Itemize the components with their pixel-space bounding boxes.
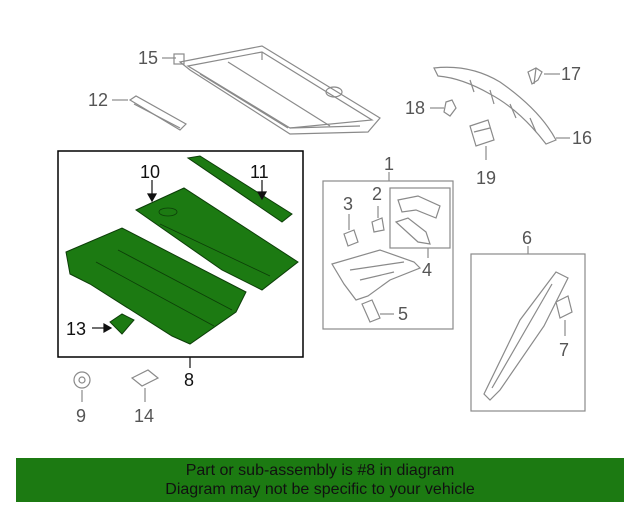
part-14-cap[interactable] (130, 369, 160, 387)
callout-15: 15 (138, 48, 158, 68)
part-9-grommet[interactable] (73, 371, 91, 389)
callout-6: 6 (522, 228, 532, 248)
part-13-block[interactable] (109, 313, 135, 335)
callout-4: 4 (422, 260, 432, 280)
shelf-hole (158, 207, 178, 217)
part-8-package-tray[interactable] (65, 227, 247, 345)
tray-detail-1 (95, 261, 215, 327)
parts-diagram: 15 12 17 18 16 19 1 2 3 4 5 6 7 9 14 10 … (57, 45, 592, 426)
callout-3: 3 (343, 194, 353, 214)
part-16-trim[interactable] (433, 66, 557, 145)
tray-detail-2 (117, 249, 233, 311)
part-6-pillar-trim[interactable] (483, 271, 569, 401)
callout-7: 7 (559, 340, 569, 360)
group-8-box (57, 150, 304, 358)
callout-1: 1 (384, 154, 394, 174)
callout-19: 19 (476, 168, 496, 188)
arrow-11 (256, 191, 268, 201)
part-17-clip[interactable] (527, 67, 543, 85)
info-banner: Part or sub-assembly is #8 in diagram Di… (16, 458, 624, 502)
callout-14: 14 (134, 406, 154, 426)
part-7-clip[interactable] (555, 295, 573, 319)
arrow-10 (146, 193, 158, 203)
shelf-detail (159, 223, 271, 277)
part-1-bracket[interactable] (331, 249, 422, 301)
callout-12: 12 (88, 90, 108, 110)
callout-16: 16 (572, 128, 592, 148)
callout-2: 2 (372, 184, 382, 204)
part-2-clip[interactable] (371, 217, 385, 233)
callout-10: 10 (140, 162, 160, 182)
part-3-bracket[interactable] (343, 229, 359, 247)
callout-9: 9 (76, 406, 86, 426)
callout-18: 18 (405, 98, 425, 118)
part-18-clip[interactable] (443, 99, 457, 117)
callout-5: 5 (398, 304, 408, 324)
group-1-box (322, 180, 454, 330)
callout-8: 8 (184, 370, 194, 390)
group-4-box (389, 187, 451, 249)
arrow-13 (103, 322, 113, 334)
part-19-bracket[interactable] (469, 119, 495, 147)
callout-17: 17 (561, 64, 581, 84)
banner-line-2: Diagram may not be specific to your vehi… (165, 481, 475, 498)
part-11-strip[interactable] (186, 155, 293, 223)
part-4-pieces[interactable] (394, 195, 441, 245)
part-15-frame[interactable] (173, 45, 381, 135)
callout-11: 11 (250, 162, 269, 182)
callout-13: 13 (66, 319, 86, 339)
part-5-sleeve[interactable] (361, 299, 381, 323)
banner-line-1: Part or sub-assembly is #8 in diagram (185, 462, 455, 479)
part-12-strip[interactable] (128, 95, 187, 131)
